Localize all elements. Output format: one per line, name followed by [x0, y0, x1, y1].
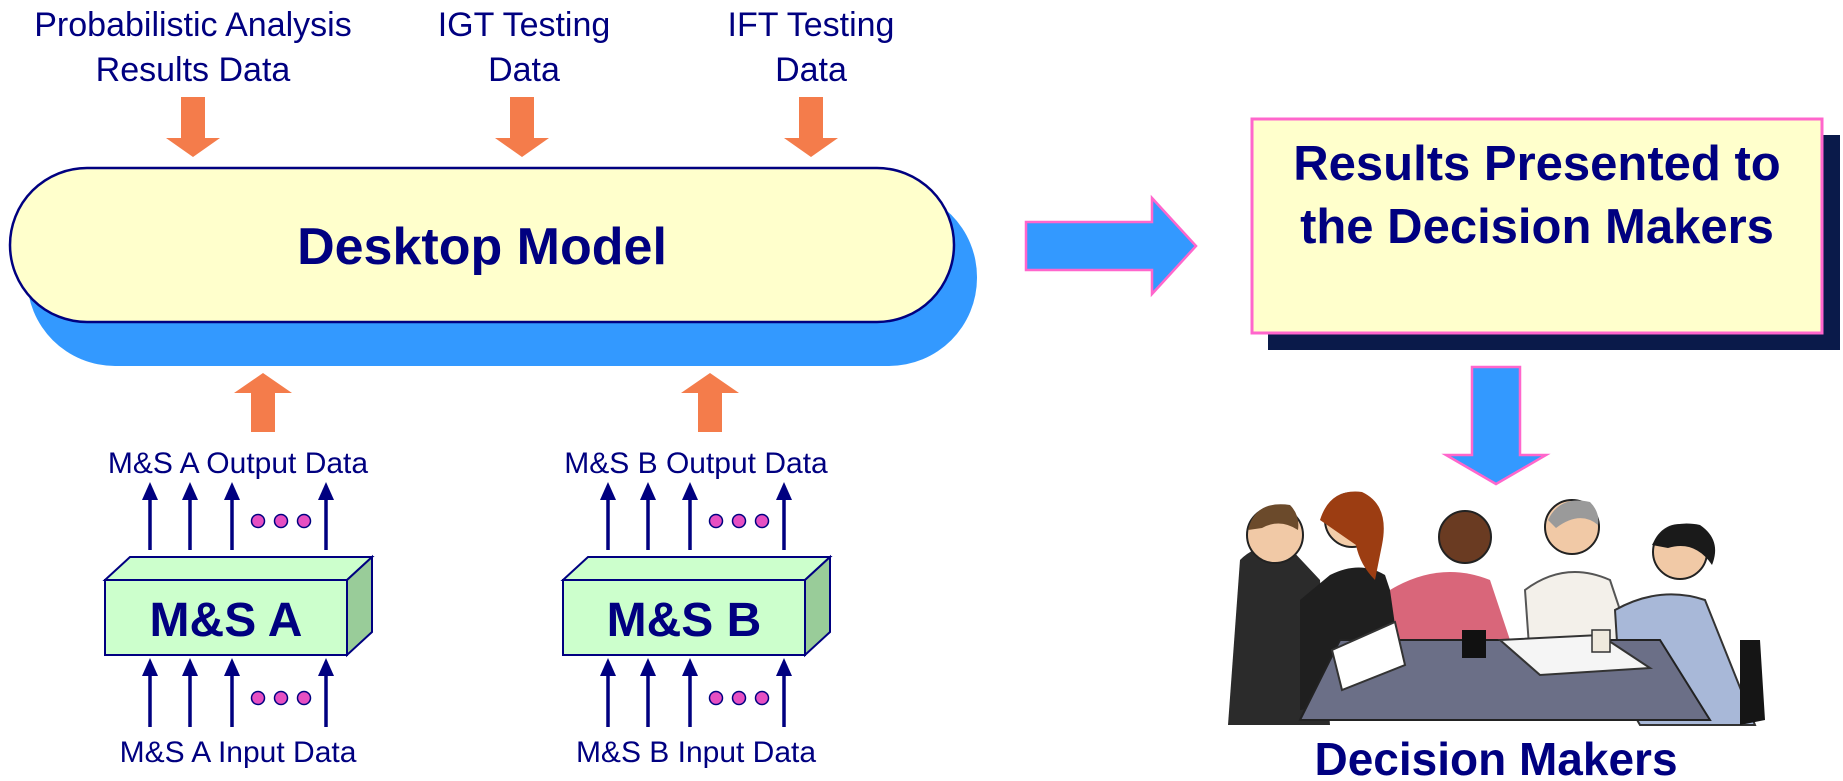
- ms-b-output-arrows: [600, 482, 792, 550]
- input-label-probabilistic-line1: Probabilistic Analysis: [34, 6, 351, 44]
- ms-b-input-ellipsis-dots: [708, 690, 770, 706]
- ms-a-output-label: M&S A Output Data: [108, 447, 368, 480]
- orange-down-arrow-probabilistic: [166, 97, 220, 157]
- input-label-probabilistic-line2: Results Data: [96, 51, 291, 89]
- ms-b-output-label: M&S B Output Data: [564, 447, 828, 480]
- ms-b-box: [560, 554, 833, 658]
- ms-a-output-arrows: [142, 482, 334, 550]
- ms-a-input-arrows: [142, 658, 334, 727]
- ms-b-input-arrows: [600, 658, 792, 727]
- ms-a-box: [102, 554, 375, 658]
- ms-a-box-label: M&S A: [150, 594, 303, 647]
- orange-up-arrow-ms-a: [234, 373, 292, 432]
- ms-a-input-label: M&S A Input Data: [120, 736, 357, 769]
- orange-down-arrow-igt: [495, 97, 549, 157]
- input-label-igt-line1: IGT Testing: [438, 6, 611, 44]
- ms-b-box-label: M&S B: [607, 594, 762, 647]
- results-box-line1: Results Presented to: [1293, 137, 1780, 191]
- desktop-model-pill: [8, 166, 956, 324]
- ms-b-input-label: M&S B Input Data: [576, 736, 816, 769]
- results-box: [1250, 117, 1824, 335]
- results-box-line2: the Decision Makers: [1300, 200, 1774, 254]
- orange-up-arrow-ms-b: [681, 373, 739, 432]
- ms-a-output-ellipsis-dots: [250, 513, 312, 529]
- input-label-ift-line2: Data: [775, 51, 847, 89]
- orange-down-arrow-ift: [784, 97, 838, 157]
- blue-right-arrow: [1024, 194, 1198, 298]
- decision-makers-caption: Decision Makers: [1314, 733, 1677, 781]
- decision-makers-illustration: [1228, 491, 1765, 726]
- desktop-model-label: Desktop Model: [297, 218, 667, 276]
- ms-a-input-ellipsis-dots: [250, 690, 312, 706]
- blue-down-arrow: [1441, 365, 1551, 486]
- input-label-igt-line2: Data: [488, 51, 560, 89]
- input-label-ift-line1: IFT Testing: [728, 6, 895, 44]
- ms-b-output-ellipsis-dots: [708, 513, 770, 529]
